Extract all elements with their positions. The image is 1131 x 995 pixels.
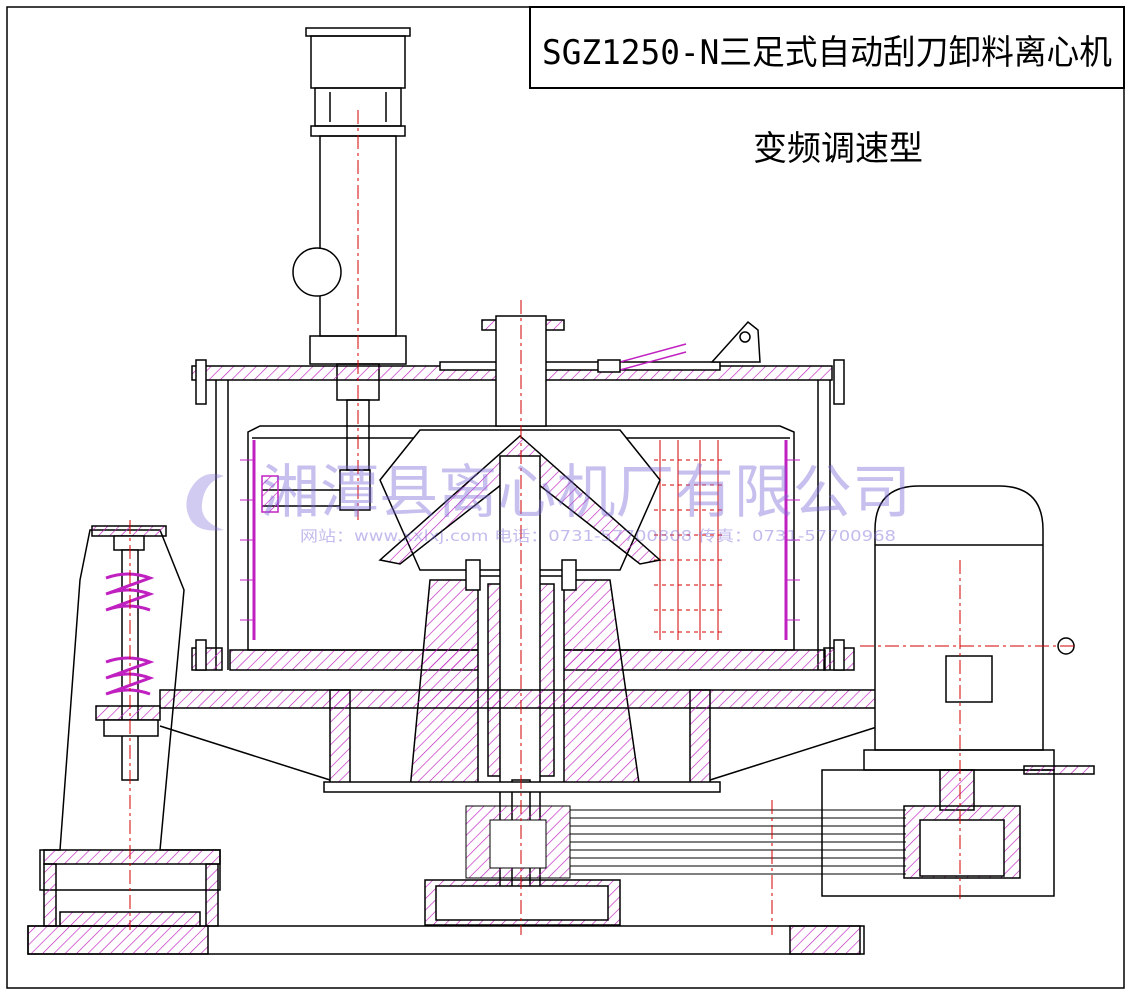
company-logo	[186, 473, 224, 531]
base-frame	[27, 689, 881, 955]
scraper-blade	[654, 440, 724, 640]
drawing-title: SGZ1250-N三足式自动刮刀卸料离心机	[542, 33, 1112, 73]
feed-cylinder	[261, 27, 411, 513]
central-hub	[378, 315, 662, 897]
centerlines	[129, 110, 1076, 935]
spring-column	[39, 525, 221, 927]
watermark-company-name: 湘潭县离心机厂有限公司	[261, 458, 911, 526]
watermark-contact-line: 网站：www.xxlxj.com 电话：0731-57700808 传真：073…	[300, 527, 896, 545]
company-watermark: 湘潭县离心机厂有限公司 网站：www.xxlxj.com 电话：0731-577…	[186, 458, 911, 545]
belt-drive	[465, 805, 906, 879]
drawing-subtitle: 变频调速型	[753, 129, 923, 169]
title-block: SGZ1250-N三足式自动刮刀卸料离心机	[529, 6, 1125, 89]
motor	[821, 485, 1095, 897]
